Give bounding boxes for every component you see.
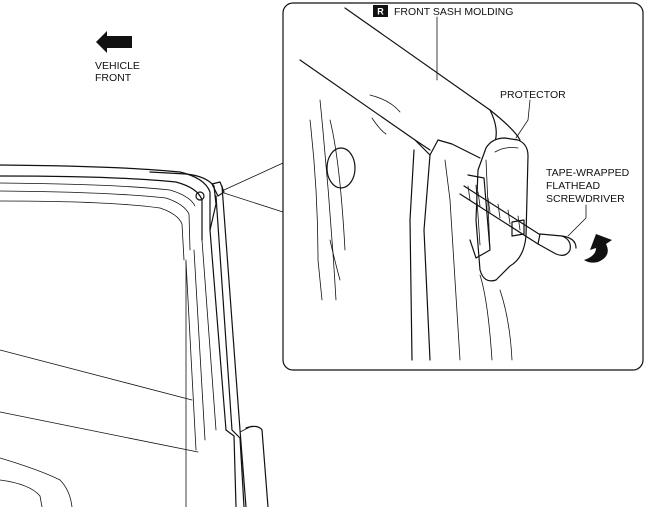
badge-text: R (377, 7, 384, 17)
front-sash-molding-label: FRONT SASH MOLDING (394, 6, 513, 18)
detail-inset-frame (282, 2, 644, 371)
tool-label-line1: TAPE-WRAPPED (546, 167, 630, 179)
tool-label-line2: FLATHEAD (546, 180, 600, 192)
protector-label: PROTECTOR (500, 89, 566, 101)
rotate-arrow-icon (584, 234, 612, 263)
door-frame-overview (0, 164, 269, 507)
callout-connector (223, 162, 284, 213)
vehicle-front-indicator: VEHICLE FRONT (95, 31, 140, 84)
detail-illustration (299, 7, 577, 361)
tool-label-line3: SCREWDRIVER (546, 193, 625, 205)
vehicle-label: VEHICLE (95, 60, 140, 72)
front-label: FRONT (95, 72, 132, 84)
r-badge-icon: R (373, 5, 388, 17)
left-arrow-icon (96, 31, 132, 53)
leader-lines (436, 16, 587, 237)
